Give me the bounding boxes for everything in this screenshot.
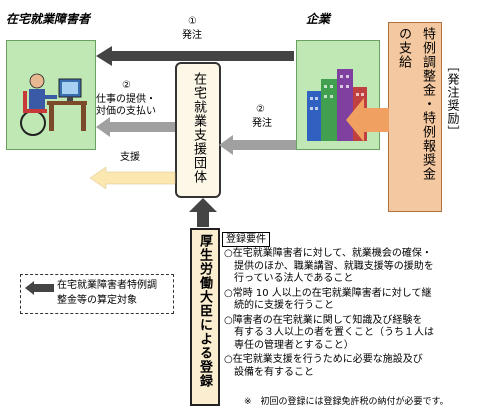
arrow-registration: [189, 198, 217, 227]
support-label: 支援: [120, 152, 140, 163]
step2b-label: 発注: [252, 118, 272, 129]
legend-line2: 整金等の算定対象: [57, 295, 137, 306]
registration-item-2: ○常時 10 人以上の在宅就業障害者に対して継 続的に支援を行うこと: [224, 287, 432, 312]
ministry-box: 厚生労働大臣による登録: [190, 228, 220, 406]
arrow-support: [90, 166, 176, 190]
registration-item-1: ○在宅就業障害者に対して、就業機会の確保・ 提供のほか、職業講習、就職支援等の援…: [224, 248, 434, 284]
legend-arrow: [25, 281, 54, 295]
company-title: 企業: [306, 12, 331, 26]
worker-box: [6, 40, 96, 150]
step2a-number: ②: [122, 80, 131, 91]
ministry-label: 厚生労働大臣による登録: [197, 234, 212, 388]
special-grant-sub: の支給: [396, 27, 411, 69]
legend-line1: 在宅就業障害者特例調: [57, 280, 157, 291]
registration-title: 登録要件: [222, 232, 270, 247]
arrow-order-org: [219, 135, 296, 155]
special-grant-label: 特例調整金・特例報奨金: [420, 27, 435, 181]
arrow-grant: [346, 98, 389, 142]
worker-title: 在宅就業障害者: [6, 12, 91, 26]
arrow-work-provision: [96, 117, 175, 137]
registration-item-3: ○障害者の在宅就業に関して知識及び経験を 有する３人以上の者を置くこと（うち１人…: [224, 314, 434, 351]
step2a-line1: 仕事の提供・: [96, 94, 156, 105]
step1-number: ①: [188, 16, 197, 27]
support-org-box: 在宅就業支援団体: [175, 62, 221, 198]
special-grant-box: 特例調整金・特例報奨金 の支給: [388, 22, 442, 212]
registration-list: ○在宅就業障害者に対して、就業機会の確保・ 提供のほか、職業講習、就職支援等の援…: [224, 248, 478, 379]
registration-note: ※ 初回の登録には登録免許税の納付が必要です。: [244, 397, 449, 407]
step2a-line2: 対価の支払い: [96, 106, 156, 117]
step1-label: 発注: [182, 30, 202, 41]
support-org-label: 在宅就業支援団体: [191, 72, 206, 184]
step2b-number: ②: [256, 104, 265, 115]
incentive-label: ［発注奨励］: [446, 60, 460, 138]
registration-item-4: ○在宅就業支援を行うために必要な施設及び 設備を有すること: [224, 354, 423, 378]
arrow-order-direct: [96, 46, 294, 66]
worker-at-computer-icon: [20, 73, 87, 136]
legend-box: 在宅就業障害者特例調 整金等の算定対象: [20, 274, 174, 314]
